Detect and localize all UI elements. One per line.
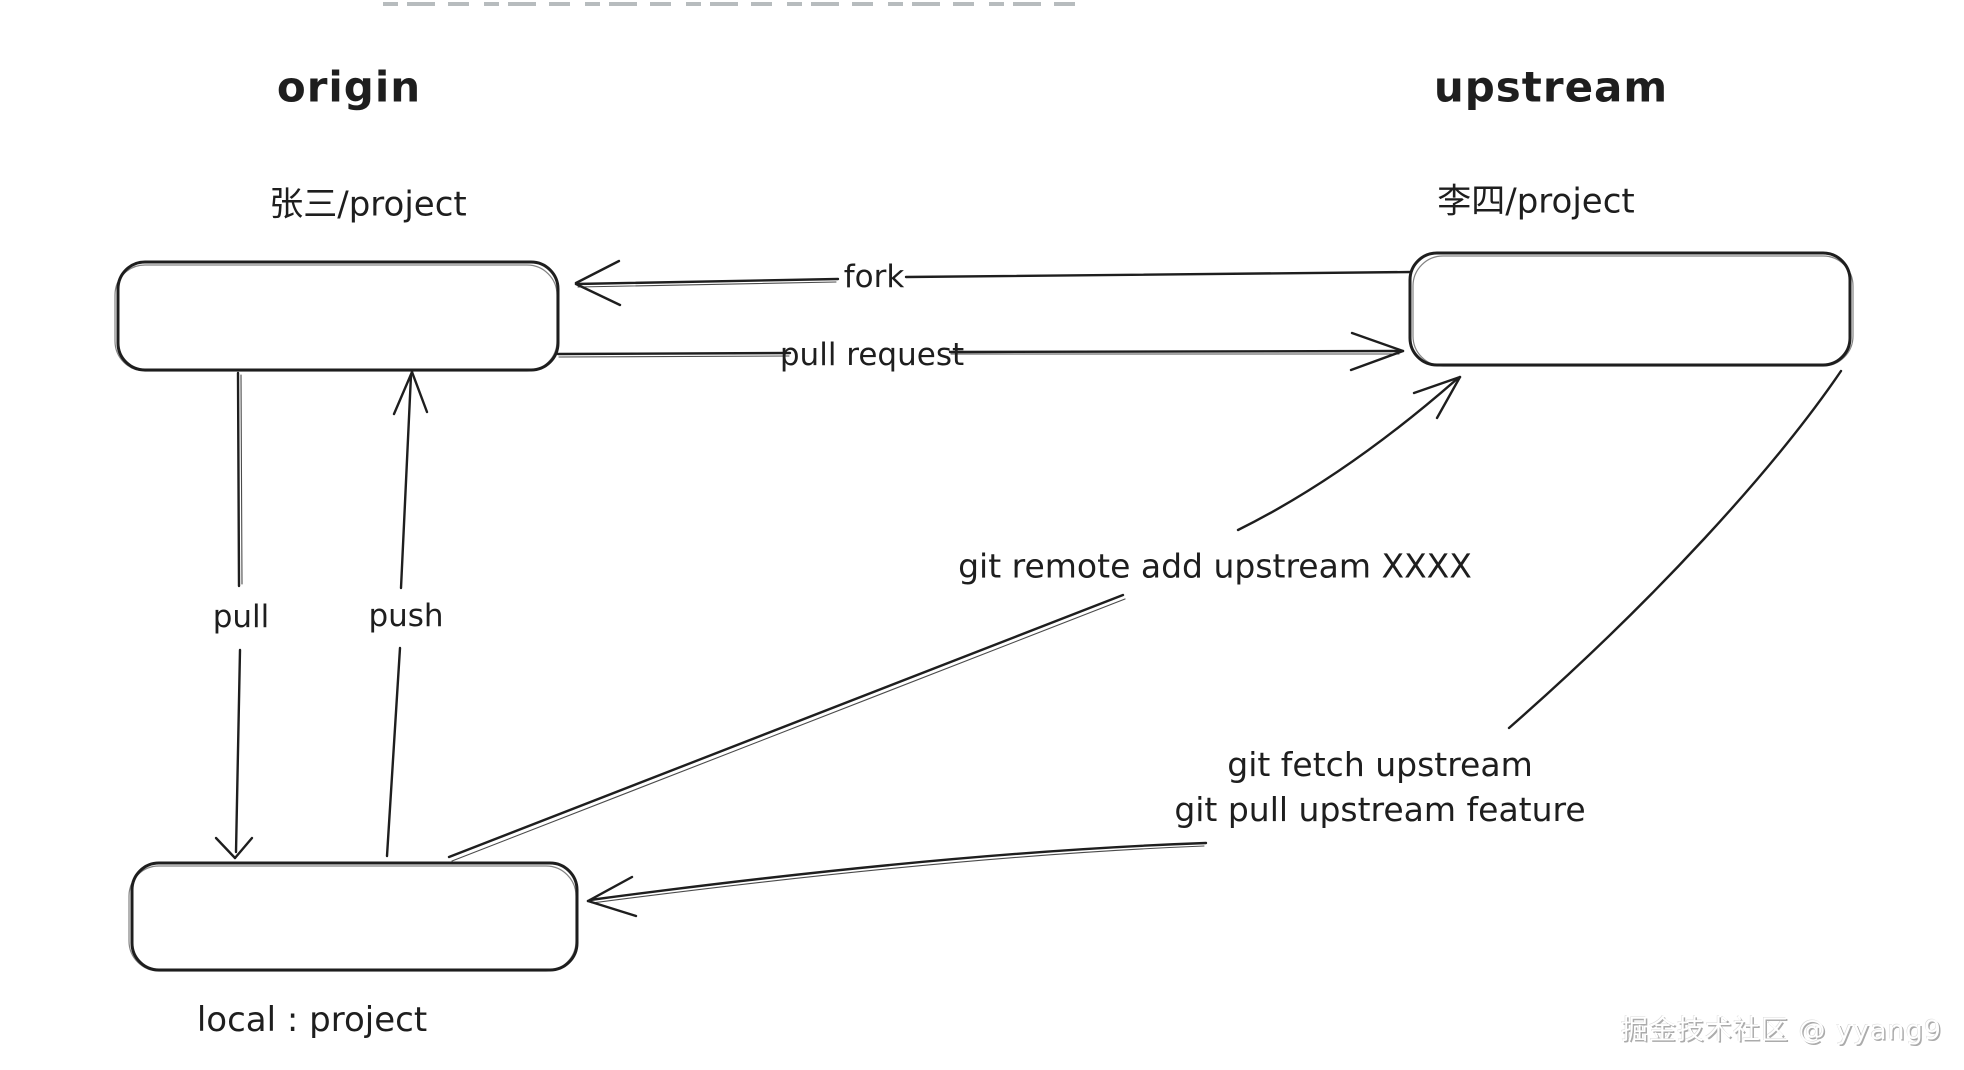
fetch-label-line1: git fetch upstream <box>1227 745 1533 784</box>
pull-request-label: pull request <box>779 337 965 373</box>
local-repo-label: local : project <box>196 1000 428 1040</box>
origin-title: origin <box>276 62 422 112</box>
fetch-arrow <box>586 369 1843 918</box>
fetch-label: git fetch upstream git pull upstream fea… <box>1174 742 1585 832</box>
fork-label: fork <box>843 259 905 295</box>
pull-arrow <box>214 371 254 860</box>
local-box <box>128 861 579 972</box>
upstream-title: upstream <box>1433 62 1669 112</box>
pull-label: pull <box>212 599 270 635</box>
origin-box <box>114 260 560 372</box>
push-label: push <box>368 598 444 634</box>
origin-repo-label: 张三/project <box>269 184 467 225</box>
clipped-caption-strip <box>383 0 1083 7</box>
fork-arrow <box>574 259 1413 307</box>
pull-request-arrow <box>556 331 1405 372</box>
upstream-repo-label: 李四/project <box>1437 181 1635 222</box>
push-arrow <box>385 370 429 858</box>
upstream-box <box>1408 251 1854 367</box>
remote-add-label: git remote add upstream XXXX <box>958 546 1472 586</box>
fetch-label-line2: git pull upstream feature <box>1174 790 1586 829</box>
remote-add-arrow <box>447 375 1462 862</box>
watermark-text: 掘金技术社区 @ yyang9 <box>1620 1015 1942 1046</box>
